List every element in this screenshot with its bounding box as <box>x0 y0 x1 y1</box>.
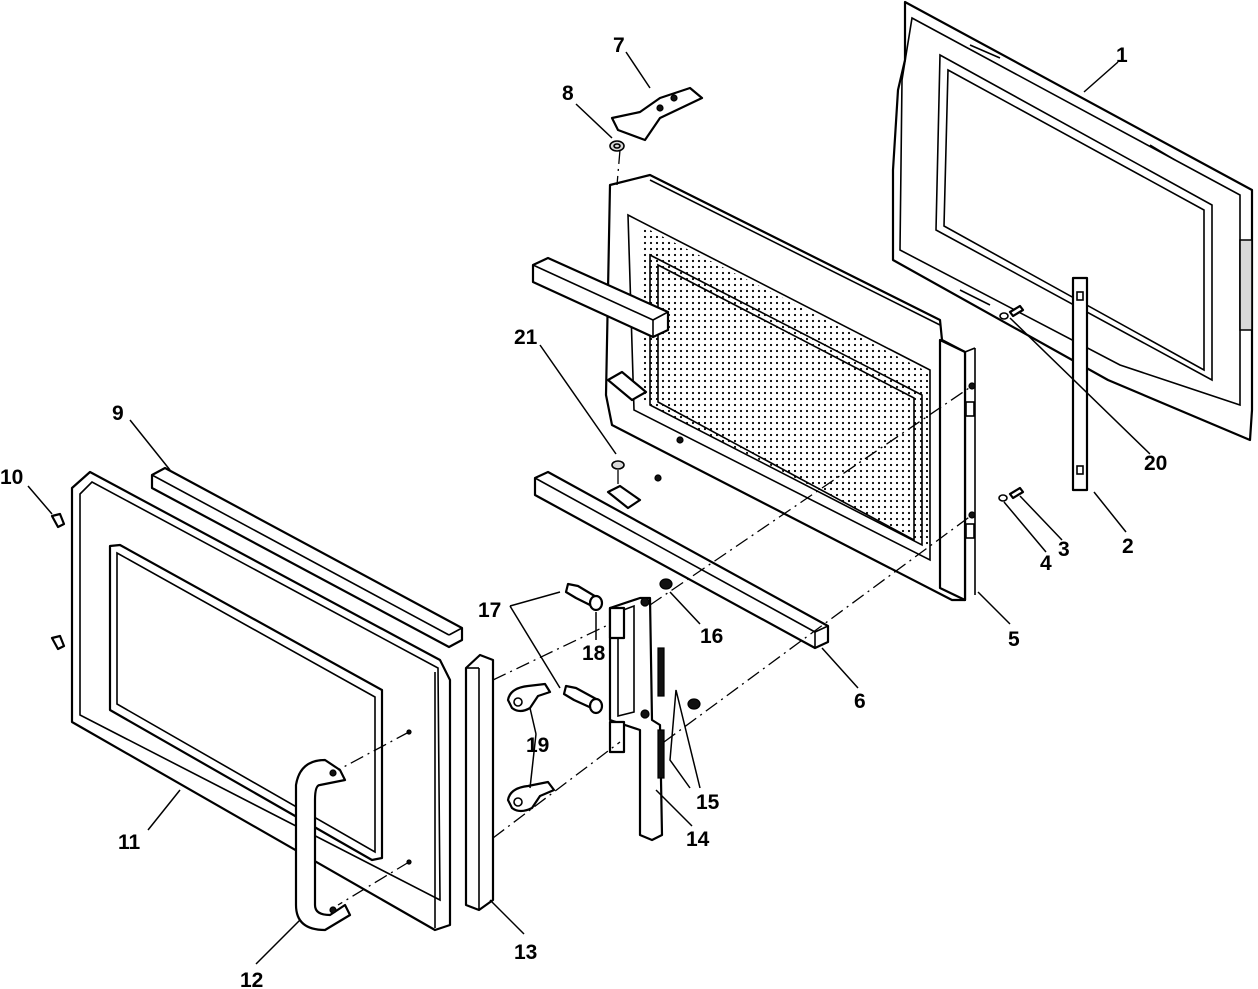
part-12-handle <box>294 758 352 932</box>
part-4-washer <box>998 494 1008 502</box>
callout-14: 14 <box>686 828 710 851</box>
part-8-nut <box>609 140 625 152</box>
part-1-door-panel <box>891 0 1254 442</box>
alignment-lines <box>337 149 973 906</box>
callout-13: 13 <box>514 941 537 964</box>
part-3-screw <box>1008 486 1025 500</box>
part-18-bushing-upper <box>588 594 604 612</box>
part-10-screw-lower <box>50 634 66 651</box>
part-15-spring-lower <box>657 729 665 779</box>
callout-6: 6 <box>854 690 866 713</box>
part-16-screw-lower <box>687 698 701 710</box>
callout-19: 19 <box>526 734 549 757</box>
part-19-hook-upper <box>506 682 552 713</box>
callout-9: 9 <box>112 402 124 425</box>
part-2-strip <box>1071 276 1089 492</box>
callout-10: 10 <box>0 466 23 489</box>
part-6-rail-lower <box>533 470 830 650</box>
part-6-rail-upper <box>531 256 670 339</box>
part-16-screw-upper <box>659 578 673 590</box>
callout-11: 11 <box>118 831 141 854</box>
callout-15: 15 <box>696 791 720 814</box>
callout-12: 12 <box>240 969 263 989</box>
part-20-screw <box>999 304 1025 320</box>
callout-7: 7 <box>613 34 625 57</box>
part-13-side-strip <box>464 653 495 912</box>
part-14-latch-plate <box>608 596 664 842</box>
callout-4: 4 <box>1040 552 1052 575</box>
callout-17: 17 <box>478 599 501 622</box>
callout-1: 1 <box>1116 44 1128 67</box>
part-7-hinge <box>610 86 704 142</box>
callout-labels: 1 2 3 4 5 6 7 8 9 10 11 12 13 14 15 16 1… <box>0 34 1167 989</box>
part-18-bushing-lower <box>588 697 604 715</box>
part-9-top-strip <box>150 466 464 649</box>
callout-8: 8 <box>562 82 574 105</box>
part-5-door-frame <box>604 173 976 602</box>
leader-lines <box>27 51 1151 965</box>
callout-16: 16 <box>700 625 723 648</box>
callout-20: 20 <box>1144 452 1167 475</box>
part-21-latch <box>606 370 684 510</box>
part-19-hook-lower <box>506 780 556 813</box>
callout-3: 3 <box>1058 538 1070 561</box>
callout-2: 2 <box>1122 535 1134 558</box>
callout-5: 5 <box>1008 628 1020 651</box>
callout-21: 21 <box>514 326 538 349</box>
part-10-screw-upper <box>50 512 66 529</box>
callout-18: 18 <box>582 642 606 665</box>
part-15-spring-upper <box>657 647 665 697</box>
